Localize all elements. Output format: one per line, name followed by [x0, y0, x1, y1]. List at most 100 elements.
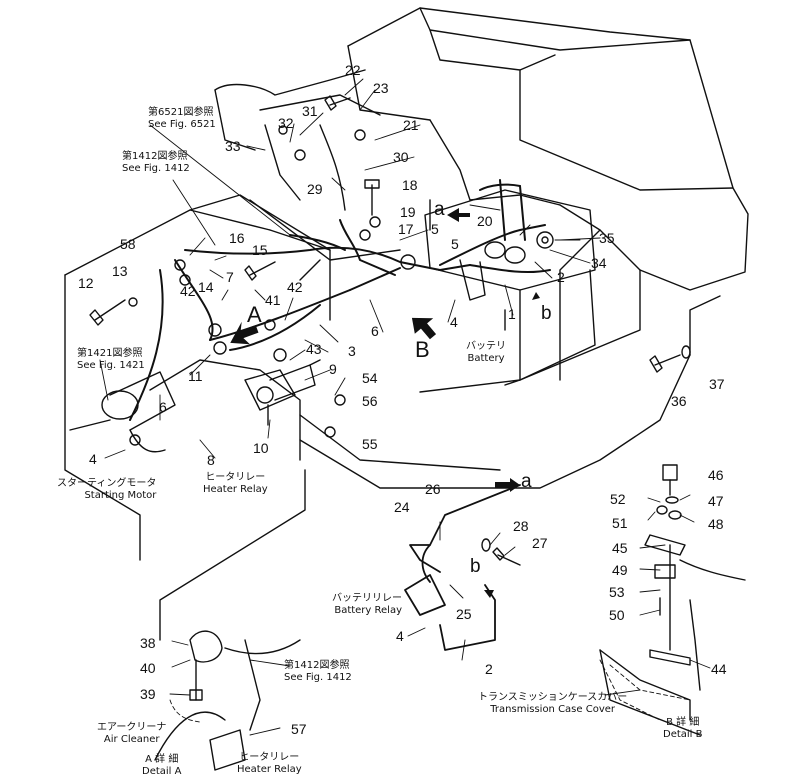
part-label: 53 [609, 584, 625, 600]
part-label: 38 [140, 635, 156, 651]
part-label: 40 [140, 660, 156, 676]
part-label: 9 [329, 361, 337, 377]
cable-b-label: b [541, 303, 552, 324]
part-label: 44 [711, 661, 727, 677]
part-label: 47 [708, 493, 724, 509]
part-label: 54 [362, 370, 378, 386]
part-label: 2 [557, 269, 565, 285]
part-label: 19 [400, 204, 416, 220]
cable-b-end-label: b [470, 556, 481, 577]
part-label: 14 [198, 279, 214, 295]
part-label: 34 [591, 255, 607, 271]
part-label: 49 [612, 562, 628, 578]
part-label: 21 [403, 117, 419, 133]
part-label: 8 [207, 452, 215, 468]
starting-motor-shape [70, 372, 175, 452]
part-label: 30 [393, 149, 409, 165]
relay-cables [405, 485, 520, 650]
battery-terminal [460, 232, 553, 300]
part-label: 3 [348, 343, 356, 359]
part-label: 50 [609, 607, 625, 623]
part-label: 51 [612, 515, 628, 531]
view-b-label: B [415, 337, 430, 362]
leader-lines [100, 79, 710, 735]
part-label: 36 [671, 393, 687, 409]
part-label: 46 [708, 467, 724, 483]
clamps [129, 126, 415, 437]
part-label: 25 [456, 606, 472, 622]
cable-a-end-label: a [521, 471, 532, 492]
part-label: 31 [302, 103, 318, 119]
part-label: 48 [708, 516, 724, 532]
part-label: 45 [612, 540, 628, 556]
part-label: 57 [291, 721, 307, 737]
part-label: 2 [485, 661, 493, 677]
part-label: 7 [226, 269, 234, 285]
part-label: 5 [451, 236, 459, 252]
hidden-lines [170, 660, 690, 722]
part-label: 52 [610, 491, 626, 507]
part-label: 10 [253, 440, 269, 456]
battery-box [425, 190, 595, 385]
part-label: 39 [140, 686, 156, 702]
part-label: 42 [287, 279, 303, 295]
part-label: 43 [306, 341, 322, 357]
arrow-b1-icon [532, 292, 540, 300]
part-label: 58 [120, 236, 136, 252]
part-label: 4 [396, 628, 404, 644]
part-label: 6 [159, 399, 167, 415]
arrow-a2-icon [495, 478, 520, 492]
part-label: 37 [709, 376, 725, 392]
part-label: 5 [431, 221, 439, 237]
arrow-a1-icon [447, 208, 470, 222]
bracket-9 [270, 360, 320, 400]
part-label: 20 [477, 213, 493, 229]
part-label: 33 [225, 138, 241, 154]
part-label: 24 [394, 499, 410, 515]
arrow-b2-icon [484, 590, 494, 598]
part-label: 15 [252, 242, 268, 258]
part-label: 1 [508, 306, 516, 322]
part-label: 29 [307, 181, 323, 197]
part-label: 28 [513, 518, 529, 534]
part-label: 6 [371, 323, 379, 339]
part-label: 22 [345, 62, 361, 78]
part-label: 4 [450, 314, 458, 330]
part-label: 56 [362, 393, 378, 409]
view-a-label: A [247, 302, 262, 327]
part-label: 17 [398, 221, 414, 237]
part-label: 13 [112, 263, 128, 279]
cable-a-label: a [434, 199, 445, 220]
arrow-b-icon [411, 317, 437, 340]
part-label: 26 [425, 481, 441, 497]
heater-relay-shape [245, 370, 295, 425]
part-label: 27 [532, 535, 548, 551]
cab-outline [348, 8, 748, 392]
lower-frame [65, 195, 690, 640]
detail-a-shape [155, 631, 300, 770]
part-label: 23 [373, 80, 389, 96]
part-label: 4 [89, 451, 97, 467]
detail-b-shape [600, 465, 745, 735]
part-label: 35 [599, 230, 615, 246]
part-label: 55 [362, 436, 378, 452]
part-label: 41 [265, 292, 281, 308]
part-label: 18 [402, 177, 418, 193]
part-label: 42 [180, 283, 196, 299]
part-label: 32 [278, 115, 294, 131]
part-label: 12 [78, 275, 94, 291]
